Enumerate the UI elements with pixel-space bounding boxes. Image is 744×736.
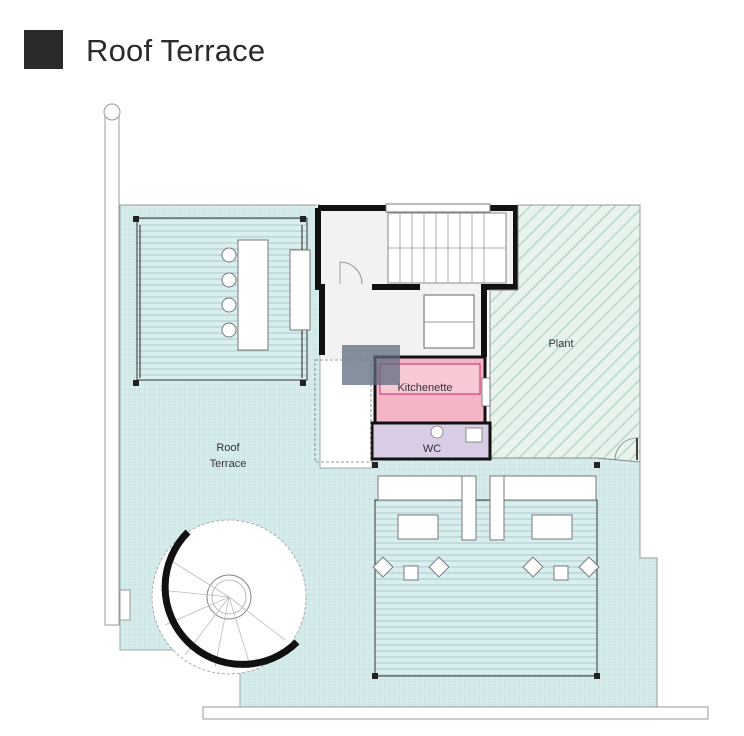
plant-area: Plant bbox=[489, 204, 641, 463]
wc-label: WC bbox=[423, 443, 441, 455]
roof-terrace-label-line1: Roof bbox=[216, 442, 240, 454]
dining-table bbox=[221, 239, 311, 351]
roof-terrace-label-line2: Terrace bbox=[210, 458, 247, 470]
stair-core bbox=[315, 203, 519, 359]
entry-outline bbox=[314, 359, 372, 463]
page-title: Roof Terrace bbox=[86, 33, 266, 68]
bottom-parapet bbox=[202, 706, 709, 720]
kitchenette-label: Kitchenette bbox=[397, 382, 452, 394]
railing-post bbox=[103, 103, 121, 626]
wc-room: WC bbox=[370, 421, 492, 461]
spiral-staircase bbox=[151, 519, 307, 675]
plant-label: Plant bbox=[548, 338, 573, 350]
legend-swatch bbox=[24, 30, 63, 69]
lounge-sofas bbox=[372, 475, 600, 581]
outer-edges bbox=[120, 204, 658, 707]
pergola-top bbox=[133, 216, 308, 386]
